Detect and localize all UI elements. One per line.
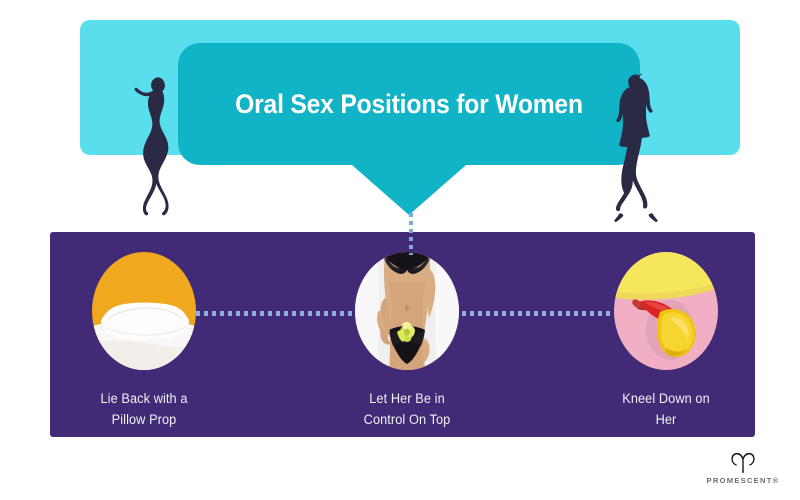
woman-standing-arm-raised-silhouette (126, 75, 182, 223)
promescent-horns-logo-icon (731, 452, 755, 474)
chili-pepper-and-mango-photo (614, 252, 718, 370)
caption-line-2: Her (655, 412, 677, 427)
position-card-3[interactable]: Kneel Down on Her (566, 252, 766, 430)
vertical-dotted-connector (409, 213, 413, 255)
caption-line-1: Lie Back with a (100, 391, 188, 406)
caption-line-1: Let Her Be in (369, 391, 445, 406)
position-card-3-caption: Kneel Down on Her (571, 388, 761, 430)
bubble-tail-icon (352, 165, 466, 215)
title-bubble: Oral Sex Positions for Women (178, 43, 640, 215)
dotted-connector-1 (196, 311, 352, 316)
caption-line-2: Control On Top (363, 412, 451, 427)
dotted-connector-2 (462, 311, 614, 316)
position-card-2[interactable]: Let Her Be in Control On Top (307, 252, 507, 430)
position-card-2-caption: Let Her Be in Control On Top (312, 388, 502, 430)
position-card-1-caption: Lie Back with a Pillow Prop (49, 388, 239, 430)
woman-standing-dress-silhouette (605, 73, 667, 223)
woman-in-black-lingerie-photo (355, 252, 459, 370)
logo-wordmark: PROMESCENT® (706, 476, 780, 485)
white-pillow-on-bed-photo (92, 252, 196, 370)
promescent-logo[interactable]: PROMESCENT® (700, 452, 786, 485)
caption-line-2: Pillow Prop (111, 412, 177, 427)
page-title: Oral Sex Positions for Women (235, 88, 583, 119)
position-card-1[interactable]: Lie Back with a Pillow Prop (44, 252, 244, 430)
caption-line-1: Kneel Down on (622, 391, 710, 406)
